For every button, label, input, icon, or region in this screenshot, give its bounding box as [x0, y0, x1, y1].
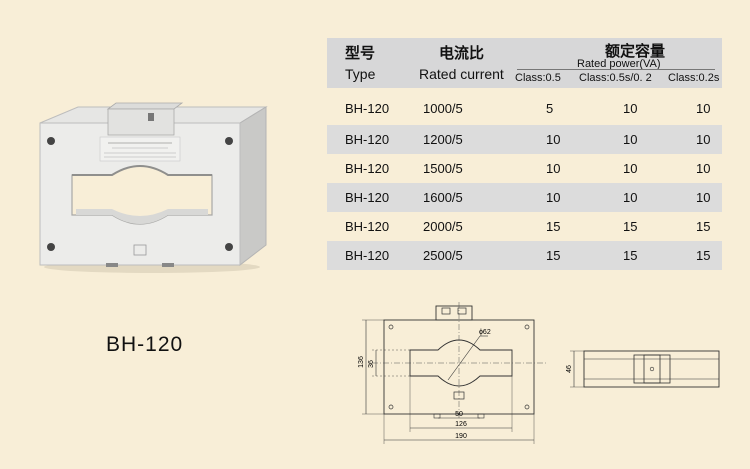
cell-class-2: 10 — [623, 190, 638, 205]
dim-depth: 46 — [566, 365, 573, 373]
cell-current: 2000/5 — [423, 219, 463, 234]
table-header: 型号 Type 电流比 Rated current 额定容量 Rated pow… — [327, 38, 722, 88]
cell-class-1: 10 — [546, 161, 561, 176]
cell-class-2: 10 — [623, 101, 638, 116]
cell-type: BH-120 — [345, 190, 390, 205]
product-image — [39, 102, 268, 273]
dim-50: 50 — [455, 411, 463, 418]
side-dimension-drawing: 46 — [566, 350, 720, 388]
cell-current: 2500/5 — [423, 248, 463, 263]
spec-table: 型号 Type 电流比 Rated current 额定容量 Rated pow… — [327, 38, 722, 270]
cell-class-1: 15 — [546, 219, 561, 234]
cell-class-2: 10 — [623, 161, 638, 176]
header-class-1: Class:0.5 — [515, 72, 561, 84]
cell-type: BH-120 — [345, 132, 390, 147]
header-power-cn: 额定容量 — [605, 43, 666, 60]
cell-current: 1000/5 — [423, 101, 463, 116]
cell-current: 1500/5 — [423, 161, 463, 176]
front-dimension-drawing: ϕ62 136 36 50 126 190 — [358, 302, 546, 444]
header-current-cn: 电流比 — [439, 45, 485, 62]
header-type-en: Type — [345, 66, 376, 82]
header-current-en: Rated current — [419, 66, 504, 82]
cell-class-1: 15 — [546, 248, 561, 263]
header-type-cn: 型号 — [345, 45, 376, 62]
cell-class-3: 10 — [696, 161, 711, 176]
cell-current: 1600/5 — [423, 190, 463, 205]
cell-class-3: 10 — [696, 190, 711, 205]
cell-class-2: 10 — [623, 132, 638, 147]
cell-class-3: 15 — [696, 248, 711, 263]
table-row: BH-120 2500/5 15 15 15 — [327, 241, 722, 270]
table-row: BH-120 1000/5 5 10 10 — [327, 94, 722, 123]
cell-type: BH-120 — [345, 219, 390, 234]
cell-type: BH-120 — [345, 161, 390, 176]
cell-class-2: 15 — [623, 248, 638, 263]
cell-class-3: 15 — [696, 219, 711, 234]
table-row: BH-120 2000/5 15 15 15 — [327, 212, 722, 241]
header-class-3: Class:0.2s — [668, 72, 720, 84]
cell-class-2: 15 — [623, 219, 638, 234]
cell-class-1: 5 — [546, 101, 554, 116]
dim-190: 190 — [455, 433, 467, 440]
cell-class-1: 10 — [546, 190, 561, 205]
dim-height: 136 — [358, 356, 365, 368]
model-caption: BH-120 — [106, 333, 184, 356]
cell-type: BH-120 — [345, 101, 390, 116]
cell-type: BH-120 — [345, 248, 390, 263]
header-class-2: Class:0.5s/0. 2 — [579, 72, 652, 84]
cell-current: 1200/5 — [423, 132, 463, 147]
cell-class-3: 10 — [696, 101, 711, 116]
dim-diameter: ϕ62 — [479, 329, 491, 336]
cell-class-1: 10 — [546, 132, 561, 147]
cell-class-3: 10 — [696, 132, 711, 147]
dim-126: 126 — [455, 421, 467, 428]
table-row: BH-120 1500/5 10 10 10 — [327, 154, 722, 183]
header-divider — [517, 69, 715, 70]
table-row: BH-120 1600/5 10 10 10 — [327, 183, 722, 212]
table-row: BH-120 1200/5 10 10 10 — [327, 125, 722, 154]
dim-window-height: 36 — [368, 360, 375, 368]
header-power-en: Rated power(VA) — [577, 58, 661, 70]
